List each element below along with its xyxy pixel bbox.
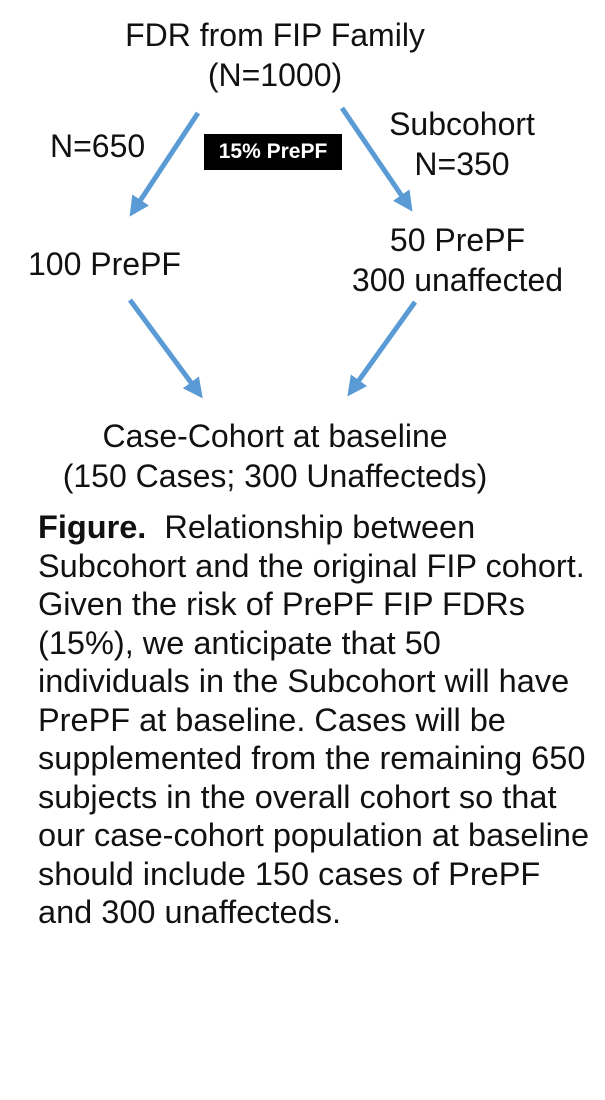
left-result-node: 100 PrePF (28, 246, 181, 282)
flow-arrows (127, 106, 418, 399)
arrow-right-to-bottom (347, 300, 418, 397)
subcohort-prepf: 50 PrePF (389, 222, 526, 258)
arrow-root-to-left (129, 111, 201, 217)
case-cohort-node: Case-Cohort at baseline (150 Cases; 300 … (30, 416, 520, 496)
right-branch-label: Subcohort N=350 (372, 104, 552, 184)
root-title: FDR from FIP Family (125, 17, 425, 53)
case-cohort-title: Case-Cohort at baseline (102, 418, 448, 454)
arrow-left-to-bottom (127, 298, 203, 399)
subcohort-unaffected: 300 unaffected (351, 262, 564, 298)
subcohort-label: Subcohort (389, 106, 535, 142)
subcohort-count: N=350 (414, 146, 510, 182)
caption-lead: Figure. (38, 509, 147, 545)
left-branch-label: N=650 (50, 128, 146, 164)
arrow-root-to-right (339, 106, 413, 212)
root-count: (N=1000) (207, 57, 343, 93)
prevalence-badge: 15% PrePF (204, 134, 342, 170)
figure-caption: Figure. Relationship between Subcohort a… (38, 508, 593, 932)
caption-body: Relationship between Subcohort and the o… (38, 509, 590, 930)
root-node: FDR from FIP Family (N=1000) (95, 15, 455, 95)
case-cohort-counts: (150 Cases; 300 Unaffecteds) (62, 458, 488, 494)
right-result-node: 50 PrePF 300 unaffected (330, 220, 585, 300)
